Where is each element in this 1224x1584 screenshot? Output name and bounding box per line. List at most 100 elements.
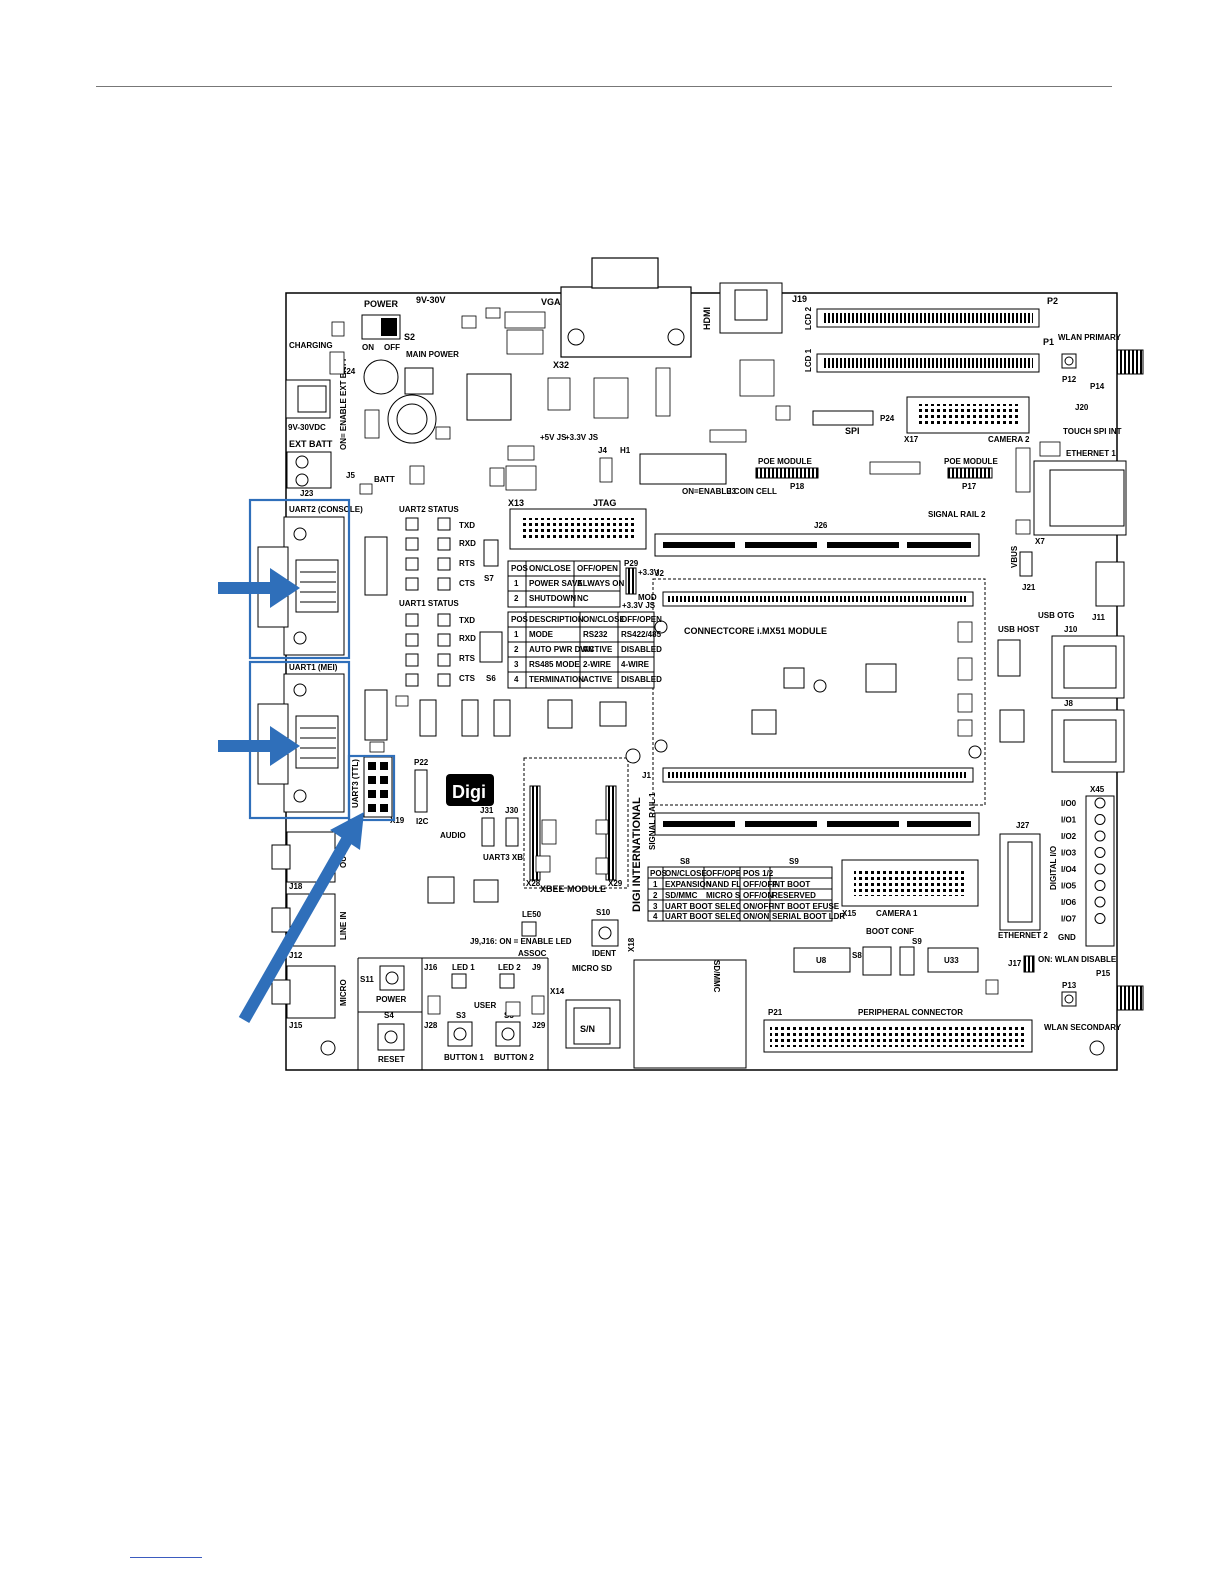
wlan-primary-label: WLAN PRIMARY bbox=[1058, 333, 1121, 342]
camera1-label: CAMERA 1 bbox=[876, 909, 918, 918]
s6-r2c3: 4-WIRE bbox=[621, 660, 650, 669]
j26-label: J26 bbox=[814, 521, 828, 530]
s9-switch-label: S9 bbox=[912, 937, 922, 946]
wlan-primary-antenna bbox=[1116, 349, 1144, 375]
io-pin-label: I/O0 bbox=[1061, 799, 1077, 808]
p17-label: P17 bbox=[962, 482, 977, 491]
j5-label: J5 bbox=[346, 471, 355, 480]
uart2-status-label: UART2 STATUS bbox=[399, 505, 459, 514]
s6-r0c2: RS232 bbox=[583, 630, 608, 639]
spi-header bbox=[812, 410, 874, 426]
power-button-label: POWER bbox=[376, 995, 406, 1004]
io-pin-label: I/O3 bbox=[1061, 849, 1077, 858]
j16-label: J16 bbox=[424, 963, 438, 972]
s6-r0c0: 1 bbox=[514, 630, 519, 639]
ethernet1-label: ETHERNET 1 bbox=[1066, 449, 1116, 458]
s6-r3c0: 4 bbox=[514, 675, 519, 684]
s6-h0: POS bbox=[511, 615, 529, 624]
s7-r1c1: SHUTDOWN bbox=[529, 594, 576, 603]
passive-components bbox=[329, 307, 1061, 1017]
j3-label: J3 bbox=[727, 487, 736, 496]
j23-label: J23 bbox=[300, 489, 314, 498]
x15-label: X15 bbox=[842, 909, 857, 918]
ext-batt-label: EXT BATT bbox=[289, 439, 333, 449]
s9-h0: POS 1/2 bbox=[743, 869, 774, 878]
button2-label: BUTTON 2 bbox=[494, 1053, 534, 1062]
s6-r0c1: MODE bbox=[529, 630, 554, 639]
ethernet2-label: ETHERNET 2 bbox=[998, 931, 1048, 940]
off-label: OFF bbox=[384, 343, 400, 352]
s6-r3c3: DISABLED bbox=[621, 675, 662, 684]
power-label: POWER bbox=[364, 299, 399, 309]
s9-r0c1: INT BOOT bbox=[772, 880, 810, 889]
s8-r0c1: EXPANSION bbox=[665, 880, 712, 889]
s7-r1c2: NC bbox=[577, 594, 589, 603]
x24-label: X24 bbox=[341, 367, 356, 376]
io-terminal-screw bbox=[1094, 847, 1106, 858]
uart1-txd-label: TXD bbox=[459, 616, 475, 625]
charging-label: CHARGING bbox=[289, 341, 333, 350]
digital-io-label: DIGITAL I/O bbox=[1049, 846, 1058, 890]
s9-table-title: S9 bbox=[789, 857, 799, 866]
sn-label: S/N bbox=[580, 1024, 595, 1034]
p24-label: P24 bbox=[880, 414, 895, 423]
u8-label: U8 bbox=[816, 956, 827, 965]
s6-r2c0: 3 bbox=[514, 660, 519, 669]
i2c-label: I2C bbox=[416, 817, 429, 826]
s8-table: POS ON/CLOSE OFF/OPEN 1 EXPANSION NAND F… bbox=[647, 866, 747, 922]
s8-h0: POS bbox=[650, 869, 668, 878]
s8-r3c1: UART BOOT SELECT bbox=[665, 912, 746, 921]
button2 bbox=[495, 1021, 521, 1047]
v5js-label: +5V JS bbox=[540, 433, 567, 442]
coin-cell-holder bbox=[639, 453, 727, 485]
s7-r0c2: ALWAYS ON bbox=[577, 579, 624, 588]
coin-cell-label: ON=ENABLE COIN CELL bbox=[682, 487, 777, 496]
uart2-txd-label: TXD bbox=[459, 521, 475, 530]
gnd-label: GND bbox=[1058, 933, 1076, 942]
u33-label: U33 bbox=[944, 956, 959, 965]
ident-button bbox=[591, 919, 619, 947]
uart2-cts-label: CTS bbox=[459, 579, 476, 588]
io-pin-label: I/O6 bbox=[1061, 898, 1077, 907]
s6-r1c0: 2 bbox=[514, 645, 519, 654]
poe-module-label-left: POE MODULE bbox=[758, 457, 812, 466]
s8-h1: ON/CLOSE bbox=[665, 869, 707, 878]
footer-rule bbox=[130, 1557, 202, 1558]
digi-logo bbox=[446, 774, 494, 806]
v9-30-label: 9V-30V bbox=[416, 295, 446, 305]
p2-label: P2 bbox=[1047, 296, 1058, 306]
j10-label: J10 bbox=[1064, 625, 1078, 634]
uart1-mei-label: UART1 (MEI) bbox=[289, 663, 338, 672]
digi-brand: Digi bbox=[452, 782, 486, 802]
led-enable-label: J9,J16: ON = ENABLE LED bbox=[470, 937, 572, 946]
s2-label: S2 bbox=[404, 332, 415, 342]
s6-r1c3: DISABLED bbox=[621, 645, 662, 654]
p22-label: P22 bbox=[414, 758, 429, 767]
s7-label: S7 bbox=[484, 574, 494, 583]
micro-sd-label: MICRO SD bbox=[572, 964, 612, 973]
s8-r0c2: NAND FL bbox=[706, 880, 741, 889]
io-pin-label: I/O2 bbox=[1061, 832, 1077, 841]
x7-label: X7 bbox=[1035, 537, 1045, 546]
j29-label: J29 bbox=[532, 1021, 546, 1030]
io-pin-label: I/O5 bbox=[1061, 882, 1077, 891]
button1-label: BUTTON 1 bbox=[444, 1053, 484, 1062]
io-pin-label: I/O1 bbox=[1061, 816, 1077, 825]
reset-label: RESET bbox=[378, 1055, 405, 1064]
j9-label: J9 bbox=[532, 963, 541, 972]
module-label: CONNECTCORE i.MX51 MODULE bbox=[684, 626, 827, 636]
uart1-cts-label: CTS bbox=[459, 674, 476, 683]
xbee-module-label: XBEE MODULE bbox=[540, 884, 606, 894]
s10-label: S10 bbox=[596, 908, 611, 917]
lcd1-label: LCD 1 bbox=[804, 348, 813, 372]
wlan-secondary-antenna bbox=[1116, 985, 1144, 1011]
jtag-label: JTAG bbox=[593, 498, 616, 508]
j21-label: J21 bbox=[1022, 583, 1036, 592]
uart2-rts-label: RTS bbox=[459, 559, 476, 568]
j18-label: J18 bbox=[289, 882, 303, 891]
p21-label: P21 bbox=[768, 1008, 783, 1017]
j17-label: J17 bbox=[1008, 959, 1022, 968]
vga-connector bbox=[560, 286, 692, 358]
s8-r1c1: SD/MMC bbox=[665, 891, 698, 900]
